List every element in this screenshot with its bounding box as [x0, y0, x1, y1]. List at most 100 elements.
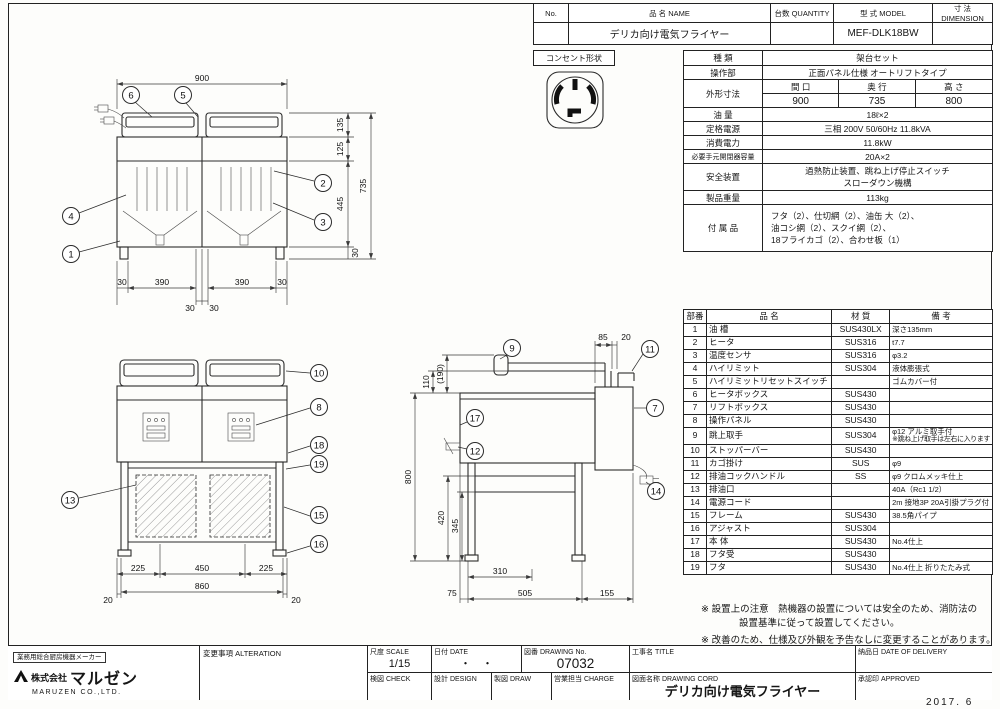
drawing-name-value: デリカ向け電気フライヤー	[664, 683, 821, 699]
drawing-no-cell: 図番 DRAWING No. 07032	[522, 646, 630, 672]
company-name-prefix: 株式会社	[31, 672, 68, 683]
parts-cell-name: ヒータ	[705, 336, 833, 350]
spec-accessories-value: フタ（2）、仕切網（2）、油缶 大（2）、 油コシ網（2）、スクイ網（2）、 1…	[763, 205, 992, 251]
spec-panel-label: 操作部	[684, 66, 763, 79]
outlet-shape-title: コンセント形状	[533, 50, 615, 66]
dimension-lines-lower	[116, 544, 288, 598]
svg-text:445: 445	[335, 197, 345, 211]
spec-consumption-label: 消費電力	[684, 136, 763, 149]
spec-safety-line1: 過熱防止装置、跳ね上げ停止スイッチ	[805, 166, 950, 176]
spec-accessories-line2: 油コシ網（2）、スクイ網（2）、	[771, 223, 891, 233]
svg-text:3: 3	[320, 218, 325, 229]
parts-cell-name: 排油コックハンドル	[705, 469, 833, 484]
svg-text:19: 19	[314, 460, 325, 471]
drawing-front-upper-view: 900 135 125 445 30 735 30 390 390 30 30 …	[62, 73, 376, 313]
dimension-lines-side	[410, 341, 634, 603]
parts-cell-name: 排油口	[705, 482, 833, 497]
callout-10: 10	[285, 364, 328, 382]
svg-text:30: 30	[350, 248, 360, 258]
parts-cell-material: SUS430	[831, 560, 891, 575]
install-note-line2: 設置基準に従って設置してください。	[739, 618, 900, 629]
scale-cell: 尺度 SCALE 1/15	[368, 646, 432, 672]
header-col-dim: 寸 法 DIMENSION	[933, 4, 992, 23]
svg-text:12: 12	[470, 447, 481, 458]
callout-8: 8	[255, 398, 328, 426]
draw-label: 製図 DRAW	[494, 675, 532, 683]
callout-13: 13	[61, 484, 137, 509]
parts-cell-name: ハイリミット	[705, 362, 833, 376]
drawing-no-value: 07032	[556, 656, 595, 671]
svg-text:2: 2	[320, 179, 325, 190]
callout-14: 14	[645, 481, 665, 500]
callout-11: 11	[631, 340, 659, 372]
svg-text:225: 225	[131, 563, 145, 573]
outlet-plug-icon	[546, 71, 604, 129]
check-cell: 検図 CHECK	[368, 672, 432, 700]
spec-accessories-line3: 18フライカゴ（2）、合わせ板（1）	[771, 235, 905, 245]
svg-text:8: 8	[316, 403, 321, 414]
parts-cell-material: SUS430	[831, 534, 891, 549]
delivery-date-cell: 納品日 DATE OF DELIVERY	[856, 646, 992, 672]
dimension-lines-upper	[116, 79, 376, 305]
parts-cell-material	[831, 495, 891, 510]
parts-cell-material: SUS304	[831, 427, 891, 445]
parts-cell-name: ストッパーバー	[705, 443, 833, 458]
scale-value: 1/15	[388, 658, 411, 670]
svg-text:800: 800	[403, 470, 413, 484]
spec-power-value: 三相 200V 50/60Hz 11.8kVA	[824, 123, 931, 134]
spec-panel-value: 正面パネル仕様 オートリフトタイプ	[808, 67, 947, 78]
issue-date: 2017. 6	[926, 697, 974, 708]
parts-cell-no: 8	[683, 414, 707, 428]
approved-cell: 承認印 APPROVED	[856, 673, 992, 700]
parts-cell-material: SUS	[831, 456, 891, 471]
parts-cell-note: φ9 クロムメッキ仕上	[889, 469, 993, 484]
company-name-en: MARUZEN CO.,LTD.	[32, 689, 122, 696]
callout-1: 1	[62, 240, 121, 263]
drain-cock	[443, 437, 461, 455]
parts-cell-material: SUS316	[831, 349, 891, 363]
svg-text:75: 75	[447, 588, 457, 598]
control-panels	[142, 412, 255, 442]
parts-cell-name: 電源コード	[705, 495, 833, 510]
parts-header-name: 品 名	[705, 309, 833, 324]
svg-text:16: 16	[314, 540, 325, 551]
svg-text:9: 9	[509, 344, 514, 355]
dimension-labels-side: 800 420 345 (190) 110 85 20 310 75 505 1…	[403, 332, 631, 598]
charge-cell: 営業担当 CHARGE	[552, 672, 630, 700]
parts-cell-note	[889, 443, 993, 458]
parts-cell-name: ヒータボックス	[705, 388, 833, 402]
parts-cell-note: ゴムカバー付	[889, 375, 993, 389]
parts-cell-name: 油 槽	[705, 323, 833, 337]
parts-header-no: 部番	[683, 309, 707, 324]
spec-weight-label: 製品重量	[684, 191, 763, 204]
alteration-label: 変更事項 ALTERATION	[203, 649, 282, 658]
spec-breaker-label: 必要手元開閉器容量	[684, 150, 763, 163]
svg-text:390: 390	[155, 277, 169, 287]
parts-cell-note: No.4仕上	[889, 534, 993, 549]
svg-text:1: 1	[68, 250, 73, 261]
svg-text:10: 10	[314, 369, 325, 380]
parts-cell-material: SUS430	[831, 388, 891, 402]
product-name: デリカ向け電気フライヤー	[569, 23, 771, 44]
stand-body-outline	[116, 359, 288, 557]
spec-safety-line2: スローダウン機構	[843, 178, 912, 188]
project-title-cell: 工事名 TITLE	[630, 646, 856, 672]
dims-width-label: 間 口	[763, 80, 840, 94]
draw-cell: 製図 DRAW	[492, 672, 552, 700]
spec-table: 種 類 架台セット 操作部 正面パネル仕様 オートリフトタイプ 外形寸法 間 口…	[683, 50, 993, 252]
parts-cell-note: 液体膨張式	[889, 362, 993, 376]
parts-cell-name: ハイリミットリセットスイッチ	[705, 375, 833, 389]
scale-label: 尺度 SCALE	[370, 649, 409, 656]
spec-dims-grid: 間 口 奥 行 高 さ 900 735 800	[763, 80, 992, 108]
parts-header-note: 備 考	[889, 309, 993, 324]
callout-19: 19	[285, 455, 328, 473]
drawing-no-label: 図番 DRAWING No.	[524, 649, 587, 656]
